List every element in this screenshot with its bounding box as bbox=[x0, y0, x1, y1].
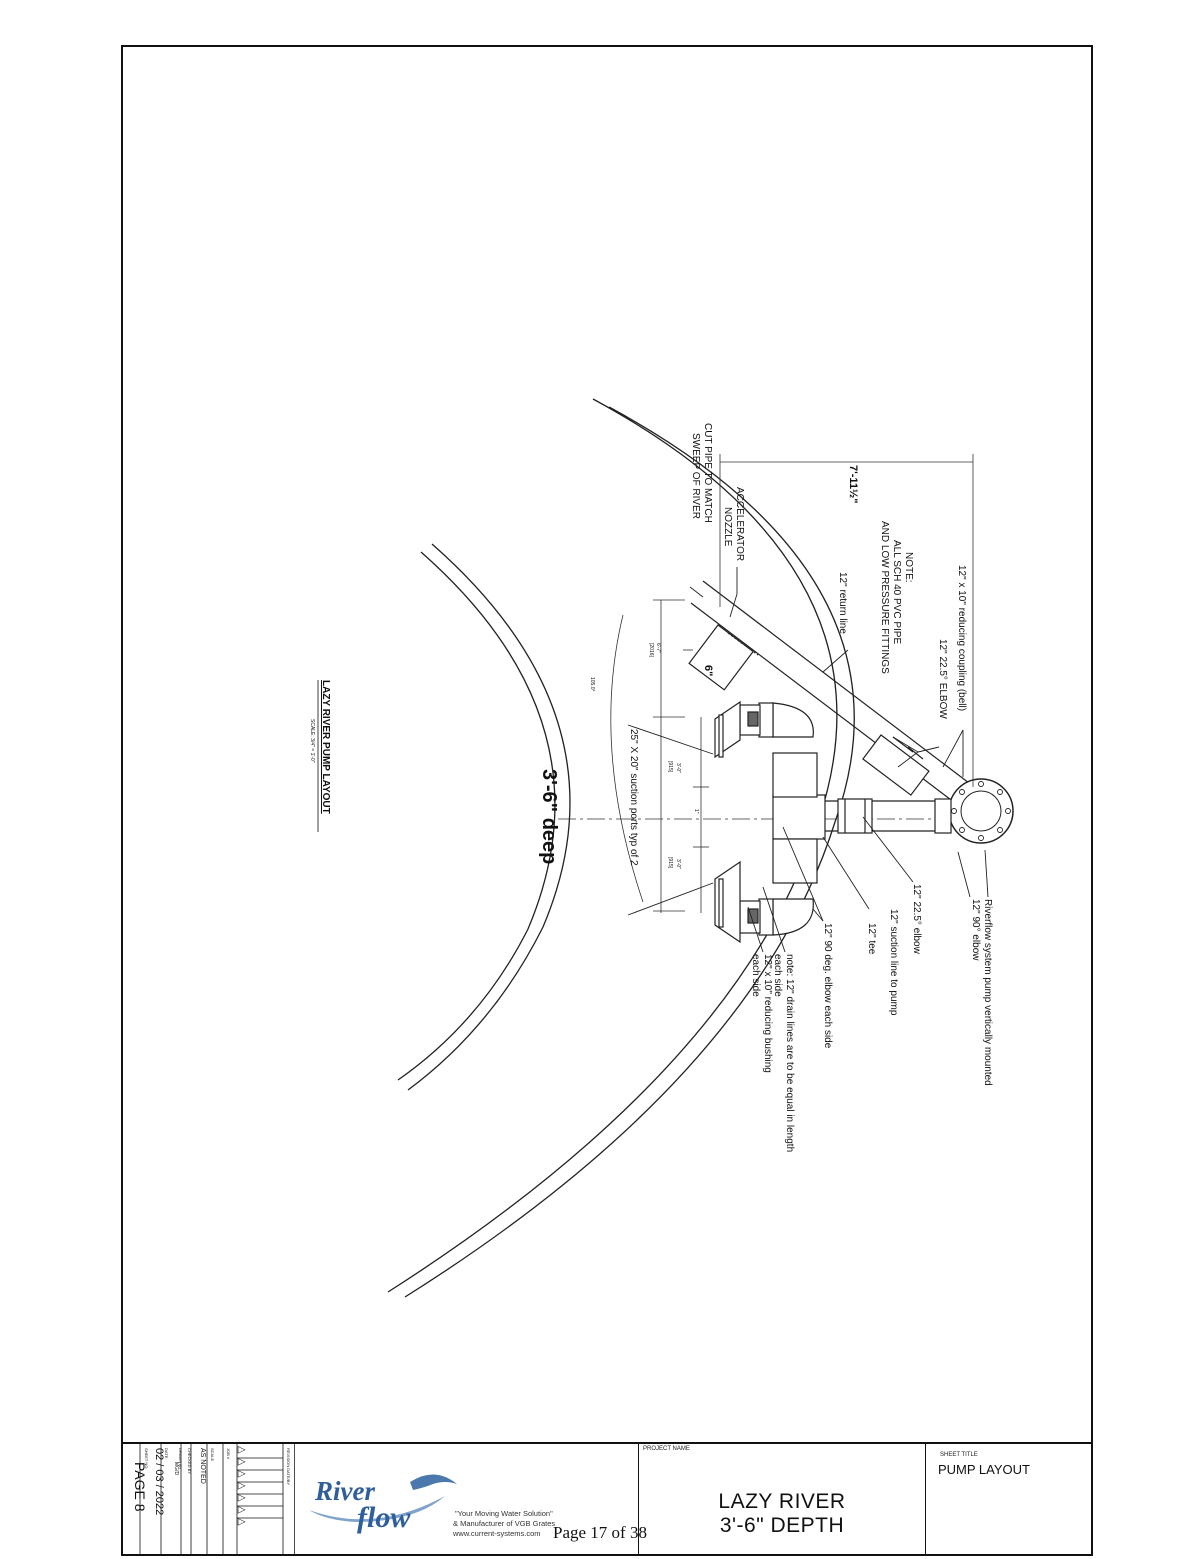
callout-suction-ports: 25" X 20" suction ports typ of 2 bbox=[628, 729, 639, 866]
sheet-value: PAGE 8 bbox=[132, 1462, 148, 1512]
elbow-90-top bbox=[772, 702, 814, 738]
pump-layout-drawing: 7'-11½" 6" 6'-7" [2016] 3'-0" [915] 3'-0… bbox=[309, 398, 1014, 1298]
callout-tee: 12" tee bbox=[866, 923, 877, 955]
revision-mark-4: △ bbox=[236, 1482, 247, 1490]
sub-dim-4: [915] bbox=[667, 761, 673, 773]
callout-bushing-1: 12" x 10" reducing bushing bbox=[762, 954, 773, 1073]
callout-return-line: 12" return line bbox=[837, 572, 848, 634]
accelerator-nozzle bbox=[688, 624, 754, 691]
revision-mark-1: △ bbox=[236, 1446, 247, 1454]
project-name-cell: PROJECT NAME LAZY RIVER 3'-6" DEPTH bbox=[639, 1444, 926, 1554]
overall-dimension: 7'-11½" bbox=[847, 465, 859, 503]
wave-icon bbox=[309, 1496, 445, 1522]
project-title-line-1: LAZY RIVER bbox=[718, 1490, 846, 1513]
tagline-3: www.current-systems.com bbox=[452, 1529, 541, 1538]
callout-bushing-2: each side bbox=[750, 954, 761, 997]
revision-mark-3: △ bbox=[236, 1470, 247, 1478]
page-number: Page 17 of 38 bbox=[553, 1523, 647, 1542]
callout-cut-pipe-1: CUT PIPE TO MATCH bbox=[702, 423, 713, 523]
elbow-90-bottom bbox=[772, 898, 814, 936]
riverflow-logo: River flow "Your Moving Water Solution" … bbox=[309, 1474, 555, 1538]
callout-cut-pipe-2: SWEEP OF RIVER bbox=[690, 433, 701, 519]
checked-label: CHECKED BY bbox=[187, 1448, 192, 1474]
dimension-lines bbox=[610, 454, 974, 913]
dolphin-icon bbox=[410, 1474, 457, 1490]
elbow-fitting-suction bbox=[837, 798, 873, 834]
date-label: DATE bbox=[164, 1448, 169, 1459]
outer-bank-line-1 bbox=[387, 398, 838, 1293]
pump-flange bbox=[948, 778, 1014, 844]
drawing-labels: 7'-11½" 6" 6'-7" [2016] 3'-0" [915] 3'-0… bbox=[309, 423, 993, 1152]
callout-accelerator-1: ACCELERATOR bbox=[734, 487, 745, 561]
project-title: LAZY RIVER 3'-6" DEPTH bbox=[639, 1490, 925, 1538]
note-line-1: ALL SCH 40 PVC PIPE bbox=[891, 540, 902, 644]
revision-mark-5: △ bbox=[236, 1494, 247, 1502]
sheet-no-label: SHEET NO. bbox=[144, 1448, 149, 1470]
sheet-title: PUMP LAYOUT bbox=[938, 1462, 1030, 1477]
logo-word-river: River bbox=[314, 1476, 375, 1506]
inner-bank-line-2 bbox=[397, 551, 556, 1081]
sub-dim-7: 1" bbox=[693, 809, 699, 814]
layout-scale: SCALE: 3/4" = 1'-0" bbox=[309, 719, 315, 763]
sub-dim-6: [915] bbox=[667, 857, 673, 869]
job-label: JOB # bbox=[226, 1448, 231, 1460]
revision-mark-7: △ bbox=[236, 1518, 247, 1526]
revision-mark-2: △ bbox=[236, 1458, 247, 1466]
scale-value: AS NOTED bbox=[199, 1448, 206, 1484]
logo-word-flow: flow bbox=[357, 1501, 411, 1534]
callout-elbow-90-each: 12" 90 deg. elbow each side bbox=[822, 923, 833, 1049]
sheet-title-cell: SHEET TITLE PUMP LAYOUT bbox=[926, 1444, 1093, 1554]
sub-dim-2: [2016] bbox=[648, 643, 654, 658]
sub-dim-5: 3'-0" bbox=[675, 859, 681, 869]
tagline-1: "Your Moving Water Solution" bbox=[455, 1509, 553, 1518]
small-dimension: 6" bbox=[702, 665, 714, 676]
tagline-2: & Manufacturer of VGB Grates bbox=[453, 1519, 555, 1528]
inner-bank-line-1 bbox=[407, 543, 571, 1091]
callout-elbow-22-top: 12" 22.5° ELBOW bbox=[937, 639, 948, 719]
revision-header: REVISION DATE/BY bbox=[286, 1448, 291, 1485]
drawn-label: DRAWN BY bbox=[178, 1448, 183, 1470]
sheet-info-cell: PAGE 8 SHEET NO. 02 / 03 / 2022 DATE MG/… bbox=[123, 1444, 296, 1554]
logo-cell: River flow "Your Moving Water Solution" … bbox=[295, 1444, 639, 1554]
project-name-label: PROJECT NAME bbox=[643, 1446, 690, 1452]
callout-elbow-90-pump: 12" 90° elbow bbox=[970, 899, 981, 961]
note-line-2: AND LOW PRESSURE FITTINGS bbox=[879, 521, 890, 674]
date-value: 02 / 03 / 2022 bbox=[153, 1448, 165, 1515]
tee-assembly bbox=[714, 700, 826, 944]
callout-drain-note-1: note: 12" drain lines are to be equal in… bbox=[784, 954, 795, 1152]
sheet-info-grid: PAGE 8 SHEET NO. 02 / 03 / 2022 DATE MG/… bbox=[132, 1444, 296, 1554]
drawing-sheet: 7'-11½" 6" 6'-7" [2016] 3'-0" [915] 3'-0… bbox=[121, 45, 1093, 1556]
elbow-fitting-top bbox=[862, 734, 930, 796]
sub-dim-3: 3'-0" bbox=[675, 763, 681, 773]
title-block: PAGE 8 SHEET NO. 02 / 03 / 2022 DATE MG/… bbox=[123, 1442, 1091, 1554]
tee-fitting bbox=[772, 794, 826, 840]
drawn-value: MG/D bbox=[173, 1462, 179, 1475]
scale-label: SCALE bbox=[210, 1448, 215, 1461]
sub-dim-1: 6'-7" bbox=[655, 643, 661, 653]
layout-title: LAZY RIVER PUMP LAYOUT bbox=[320, 680, 331, 814]
outer-bank-line-2 bbox=[404, 406, 855, 1298]
sheet-title-label: SHEET TITLE bbox=[940, 1452, 978, 1458]
callout-suction-line: 12" suction line to pump bbox=[888, 909, 899, 1016]
leader-lines bbox=[627, 567, 989, 953]
callout-accelerator-2: NOZZLE bbox=[722, 507, 733, 547]
note-title: NOTE: bbox=[903, 552, 914, 583]
callout-pump-mount: Riverflow system pump vertically mounted bbox=[982, 899, 993, 1086]
callout-reducing-coupling: 12" x 10" reducing coupling (bell) bbox=[956, 565, 967, 711]
return-line-pipe bbox=[688, 580, 970, 810]
suction-line-pipe bbox=[823, 798, 952, 834]
callout-elbow-22-bottom: 12" 22.5° elbow bbox=[911, 884, 922, 955]
depth-label: 3'-6" deep bbox=[538, 769, 560, 864]
angle-dim: 105.0° bbox=[589, 677, 595, 692]
project-title-line-2: 3'-6" DEPTH bbox=[719, 1514, 845, 1537]
callout-drain-note-2: each side bbox=[772, 954, 783, 997]
revision-mark-6: △ bbox=[236, 1506, 247, 1514]
